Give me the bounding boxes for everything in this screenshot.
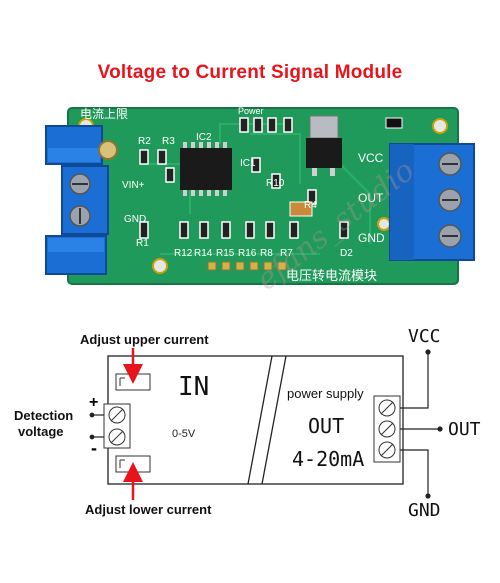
potentiometer-lower <box>45 235 107 275</box>
label-detection: Detection <box>14 408 74 423</box>
label-plus: + <box>89 394 99 411</box>
pot-upper-symbol <box>115 373 151 391</box>
input-screw-terminal <box>103 403 131 449</box>
label-minus: - <box>91 438 97 458</box>
silk-r4: R4 <box>304 200 317 211</box>
capacitor <box>289 201 313 217</box>
silk-ic2: IC2 <box>196 132 212 143</box>
voltage-regulator <box>306 115 342 176</box>
label-gnd: GND <box>408 500 441 521</box>
pot-lower-symbol <box>115 455 151 473</box>
label-range: 0-5V <box>172 428 196 440</box>
label-in: IN <box>178 372 210 402</box>
silk-current-upper: 电流上限 <box>80 107 128 121</box>
potentiometer-upper <box>45 125 118 165</box>
module-wiring-diagram <box>89 348 443 500</box>
label-voltage: voltage <box>18 424 64 439</box>
silk-d2: D2 <box>340 248 353 259</box>
silk-r15: R15 <box>216 248 235 259</box>
silk-r8: R8 <box>260 248 273 259</box>
silk-r12: R12 <box>174 248 193 259</box>
pcb-board-photo: 电流上限 Power IC2 R2 R3 VIN+ GND R1 IC1 R10… <box>45 106 475 285</box>
silk-r3: R3 <box>162 136 175 147</box>
label-adjust-lower: Adjust lower current <box>85 502 212 517</box>
silk-r14: R14 <box>194 248 213 259</box>
diode <box>385 117 403 129</box>
input-terminal-block <box>61 165 109 235</box>
label-out-inner: OUT <box>308 414 345 438</box>
silk-out: OUT <box>358 191 384 205</box>
mount-hole <box>152 258 168 274</box>
pin-header <box>207 261 287 271</box>
silk-r16: R16 <box>238 248 257 259</box>
label-adjust-upper: Adjust upper current <box>80 332 209 347</box>
input-leads <box>89 412 104 440</box>
label-vcc: VCC <box>408 326 441 347</box>
silk-r10: R10 <box>266 178 285 189</box>
silk-r1: R1 <box>136 238 149 249</box>
label-current-range: 4-20mA <box>292 447 365 471</box>
silk-module-name: 电压转电流模块 <box>286 268 377 283</box>
silk-vin: VIN+ <box>122 180 145 191</box>
main-ic-chip <box>180 142 232 196</box>
silk-gnd-left: GND <box>124 214 146 225</box>
page-title: Voltage to Current Signal Module <box>97 62 403 83</box>
mount-hole <box>432 118 448 134</box>
silk-vcc: VCC <box>358 151 384 165</box>
silk-r2: R2 <box>138 136 151 147</box>
output-terminal-block <box>389 143 475 261</box>
silk-gnd: GND <box>358 231 385 245</box>
label-out-right: OUT <box>448 419 481 440</box>
output-wires <box>400 349 443 499</box>
silk-r7: R7 <box>280 248 293 259</box>
silk-ic1: IC1 <box>240 158 256 169</box>
label-power-supply: power supply <box>287 386 364 401</box>
silk-power: Power <box>238 106 264 116</box>
mount-hole <box>377 217 391 231</box>
output-screw-terminal <box>373 395 401 463</box>
